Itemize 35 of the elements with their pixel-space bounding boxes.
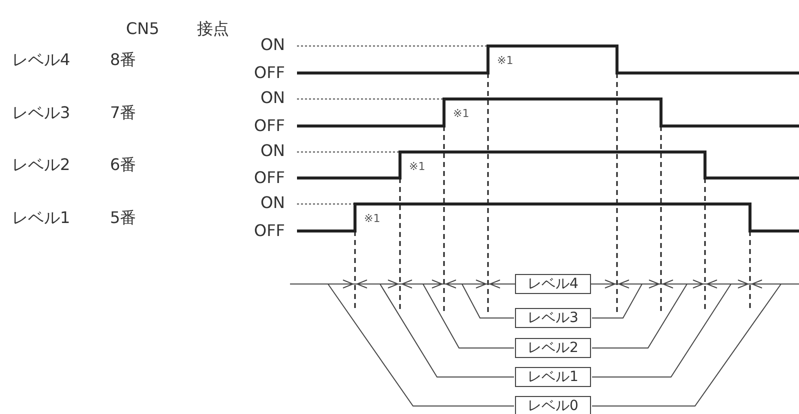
level-box: レベル1 (515, 367, 591, 387)
pin-label: 6番 (110, 156, 136, 174)
pin-label: 7番 (110, 104, 136, 122)
level-label: レベル4 (12, 50, 70, 68)
leader-line (422, 284, 514, 348)
level-label: レベル1 (12, 208, 70, 226)
level-label: レベル3 (12, 104, 70, 122)
column-heading: CN5 (126, 20, 160, 38)
leader-line (592, 284, 732, 378)
state-label: OFF (254, 117, 285, 135)
level-box: レベル2 (515, 338, 591, 358)
footnote-mark: ※1 (497, 55, 514, 67)
leader-line (462, 284, 514, 318)
leader-line (592, 284, 688, 348)
footnote-mark: ※1 (364, 213, 380, 225)
level-box: レベル3 (515, 308, 591, 328)
leader-line (380, 284, 514, 378)
state-label: OFF (254, 222, 285, 240)
footnote-mark: ※1 (453, 108, 470, 120)
state-label: OFF (254, 169, 285, 187)
pin-label: 5番 (110, 208, 136, 226)
leader-line (592, 284, 782, 406)
leader-line (328, 284, 514, 406)
level-box: レベル4 (515, 274, 591, 294)
footnote-mark: ※1 (409, 161, 426, 173)
level-box: レベル0 (515, 396, 591, 414)
state-label: ON (260, 194, 285, 212)
state-label: ON (260, 36, 285, 54)
state-label: ON (260, 89, 285, 107)
state-label: OFF (254, 64, 285, 82)
leader-line (592, 284, 642, 318)
pin-label: 8番 (110, 50, 136, 68)
level-label: レベル2 (12, 156, 70, 174)
state-label: ON (260, 142, 285, 160)
column-heading: 接点 (197, 20, 229, 38)
